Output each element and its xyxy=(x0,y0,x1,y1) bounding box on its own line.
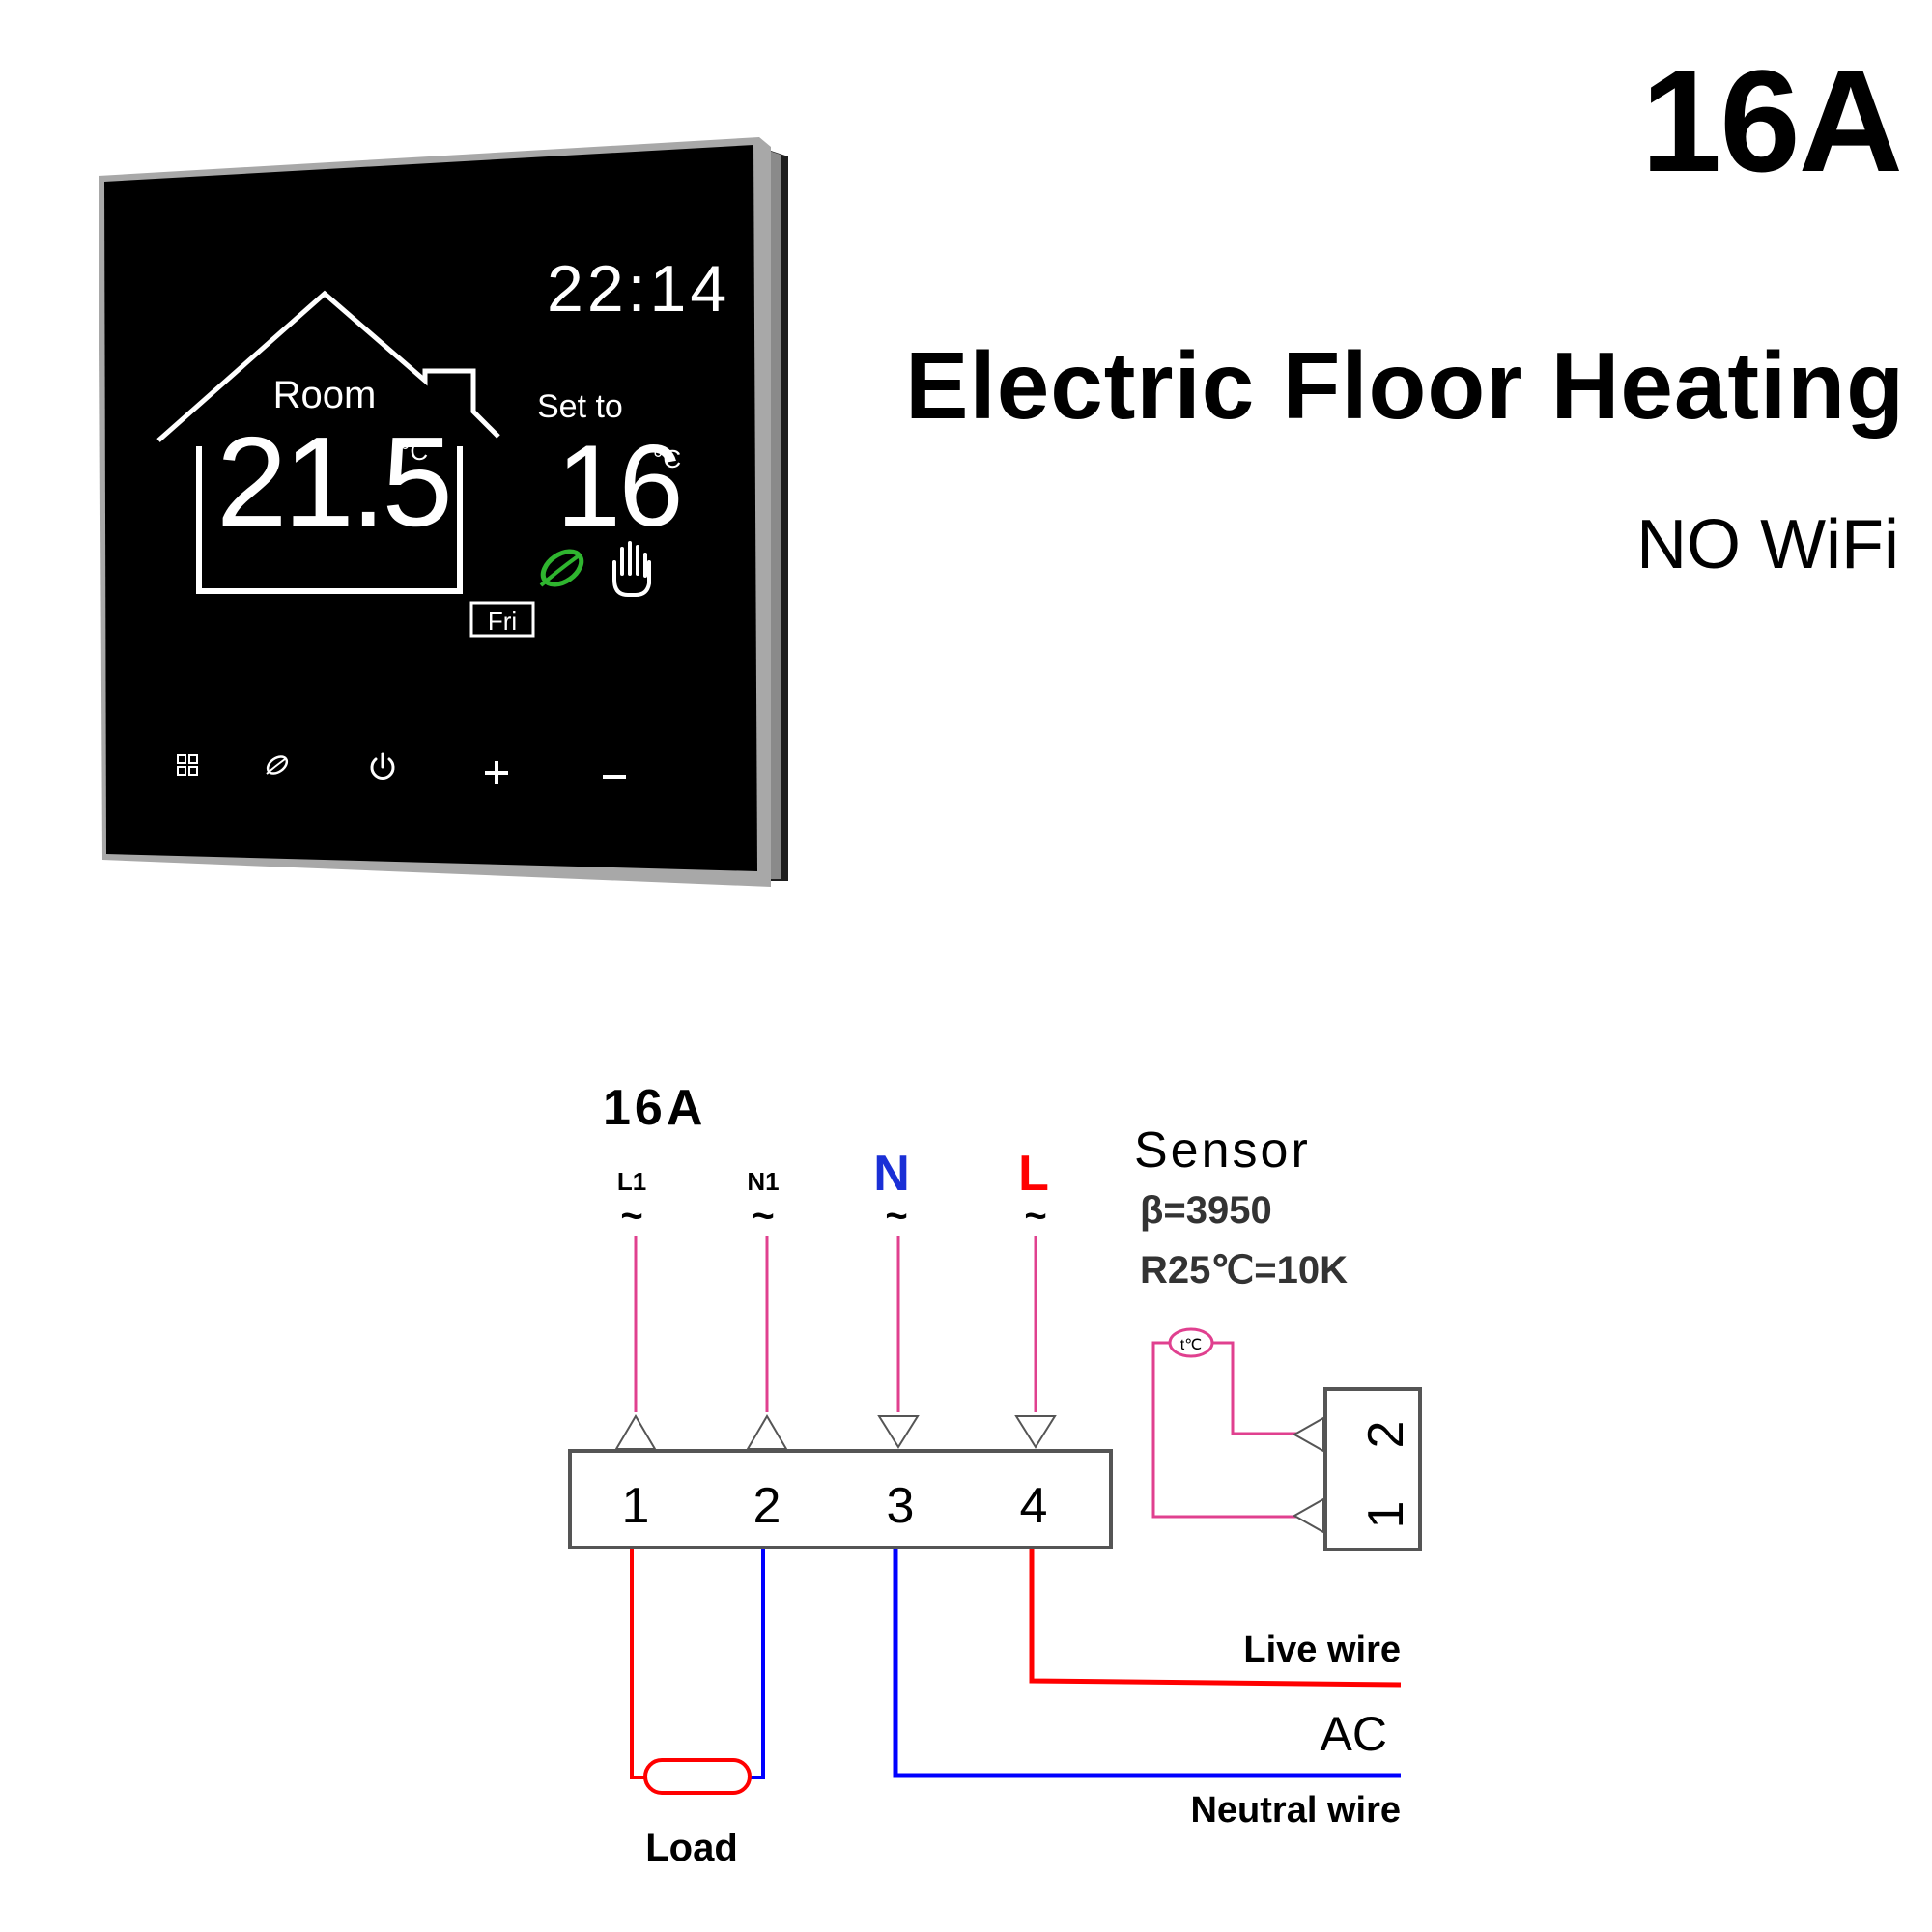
manual-hand-icon xyxy=(612,541,651,597)
connectivity-note: NO WiFi xyxy=(1636,506,1899,583)
neutral-wire xyxy=(893,1549,1401,1778)
sensor-symbol: t℃ xyxy=(1180,1337,1202,1353)
load-element xyxy=(643,1758,752,1795)
live-wire xyxy=(1029,1549,1402,1688)
sensor-lead-2 xyxy=(1206,1341,1298,1435)
terminal-number-1: 1 xyxy=(622,1478,650,1534)
device-screen xyxy=(104,145,757,871)
clock-display: 22:14 xyxy=(547,252,730,326)
terminal-number-4: 4 xyxy=(1020,1478,1048,1534)
arrow-up-1 xyxy=(614,1414,657,1450)
ac-symbol-3: ~ xyxy=(885,1195,907,1237)
terminal-leads xyxy=(634,1236,1037,1412)
wiring-diagram: 16A L1 N1 N L ~ ~ ~ ~ 1 2 3 4 xyxy=(541,1063,1526,1932)
set-to-label: Set to xyxy=(537,388,623,425)
terminal-label-l1: L1 xyxy=(617,1167,646,1196)
terminal-label-n: N xyxy=(873,1146,910,1202)
sensor-title: Sensor xyxy=(1134,1122,1311,1179)
house-roof-outline xyxy=(156,290,500,442)
room-temperature: 21.5 xyxy=(216,411,449,553)
load-live-wire xyxy=(630,1549,645,1779)
sensor-terminal-block xyxy=(1323,1387,1422,1551)
sensor-arrow-2 xyxy=(1292,1416,1324,1453)
sensor-thermistor xyxy=(1168,1327,1214,1358)
terminal-arrows xyxy=(614,1414,1057,1450)
thermostat-device: 22:14 Room 21.5 °C Set to 16 °C Fri xyxy=(93,128,808,900)
day-label: Fri xyxy=(488,607,517,636)
terminal-label-l: L xyxy=(1018,1146,1049,1202)
wiring-rating: 16A xyxy=(603,1080,706,1136)
terminal-number-2: 2 xyxy=(753,1478,781,1534)
terminal-label-n1: N1 xyxy=(747,1167,779,1196)
sensor-resistance: R25℃=10K xyxy=(1140,1249,1348,1292)
menu-icon[interactable] xyxy=(177,754,198,776)
ac-symbol-1: ~ xyxy=(620,1195,642,1237)
arrow-down-4 xyxy=(1014,1415,1057,1449)
terminal-block xyxy=(568,1449,1113,1549)
product-rating: 16A xyxy=(1640,40,1903,202)
thermostat-illustration: 22:14 Room 21.5 °C Set to 16 °C Fri xyxy=(99,137,788,887)
sensor-pin-2: 2 xyxy=(1358,1421,1414,1449)
ac-symbol-2: ~ xyxy=(752,1195,774,1237)
sensor-arrow-1 xyxy=(1292,1497,1324,1534)
eco-leaf-icon xyxy=(539,549,584,587)
device-side-stripe xyxy=(769,151,781,879)
day-box xyxy=(469,601,535,638)
sensor-lead-1 xyxy=(1151,1341,1298,1519)
ac-symbol-4: ~ xyxy=(1024,1195,1046,1237)
wiring-svg: 16A L1 N1 N L ~ ~ ~ ~ 1 2 3 4 xyxy=(568,1080,1422,1869)
sensor-beta: β=3950 xyxy=(1140,1189,1272,1232)
house-wall-outline xyxy=(196,446,463,594)
live-wire-label: Live wire xyxy=(1243,1630,1401,1670)
set-temp-unit: °C xyxy=(653,444,681,473)
room-temp-unit: °C xyxy=(400,437,428,466)
plus-icon[interactable] xyxy=(485,761,508,784)
arrow-up-2 xyxy=(746,1414,788,1450)
load-neutral-wire xyxy=(750,1549,765,1779)
terminal-number-3: 3 xyxy=(887,1478,915,1534)
set-temperature: 16 xyxy=(556,421,681,551)
product-title: Electric Floor Heating xyxy=(905,332,1905,439)
power-icon[interactable] xyxy=(370,752,395,780)
eco-icon[interactable] xyxy=(265,753,290,777)
room-label: Room xyxy=(273,374,377,416)
arrow-down-3 xyxy=(877,1415,920,1449)
sensor-pin-1: 1 xyxy=(1358,1501,1414,1529)
neutral-wire-label: Neutral wire xyxy=(1190,1790,1401,1831)
load-label: Load xyxy=(645,1827,738,1869)
ac-label: AC xyxy=(1321,1707,1387,1761)
